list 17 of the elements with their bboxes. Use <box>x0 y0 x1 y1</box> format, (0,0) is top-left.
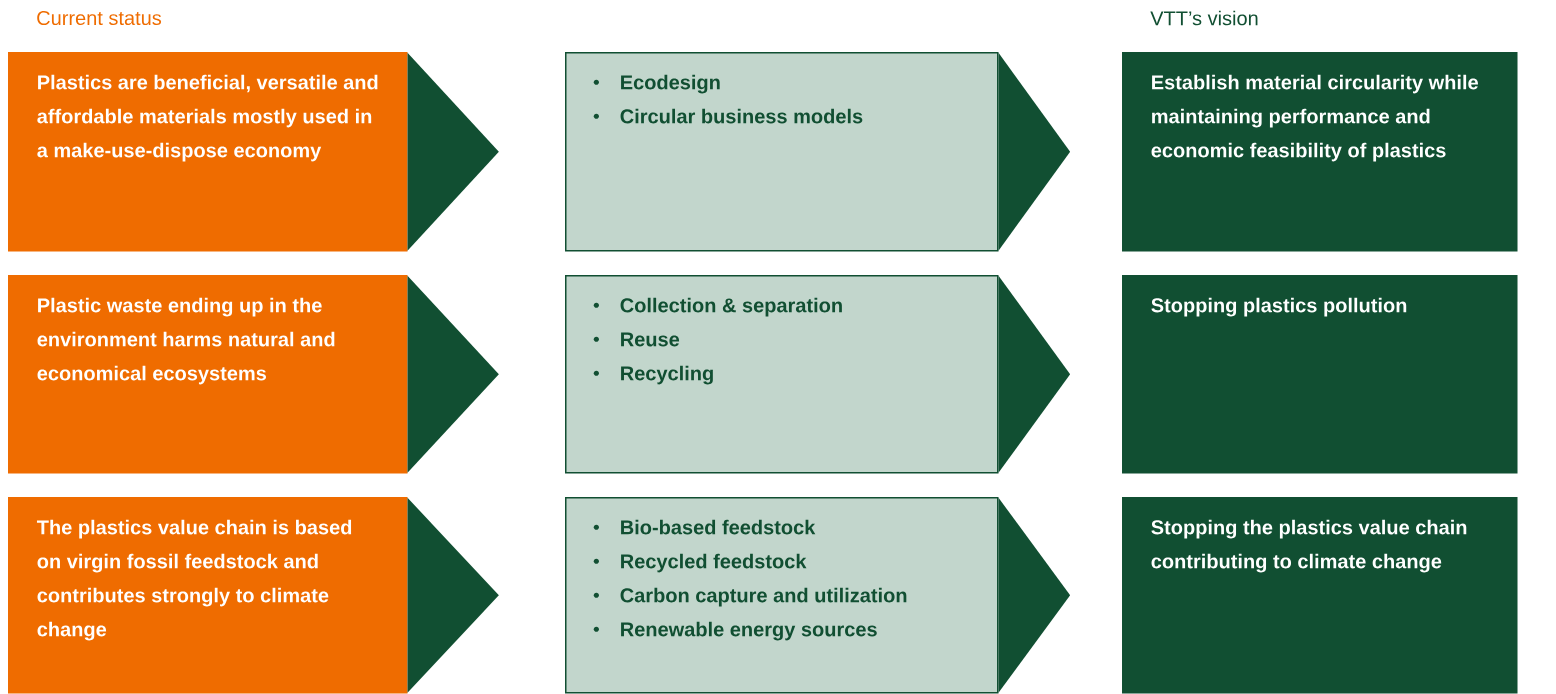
vision-box: Establish material circularity while maintaining performance and economic feasibility of plastics <box>1122 52 1518 252</box>
status-box: Plastics are beneficial, versatile and affordable materials mostly used in a make-use-dispose economy <box>8 52 408 252</box>
chevron-arrow <box>998 275 1071 473</box>
chevron-arrow <box>998 497 1071 693</box>
chevron-arrow <box>407 275 499 473</box>
chevron-arrow <box>407 497 499 693</box>
vision-box: Stopping the plastics value chain contributing to climate change <box>1122 497 1518 694</box>
measures-box: Collection & separation Reuse Recycling <box>565 275 999 474</box>
status-box: Plastic waste ending up in the environment harms natural and economical ecosystems <box>8 275 408 474</box>
chevron-arrow <box>407 52 499 251</box>
column-heading: Current status <box>37 10 162 26</box>
measures-box: Ecodesign Circular business models <box>565 52 999 252</box>
status-box: The plastics value chain is based on virgin fossil feedstock and contributes strongly to climate change <box>8 497 408 694</box>
column-heading: VTT’s vision <box>1150 10 1258 26</box>
vision-box: Stopping plastics pollution <box>1122 275 1518 474</box>
measures-box: Bio-based feedstock Recycled feedstock Carbon capture and utilization Renewable energy sources <box>565 497 999 694</box>
chevron-arrow <box>998 52 1071 251</box>
